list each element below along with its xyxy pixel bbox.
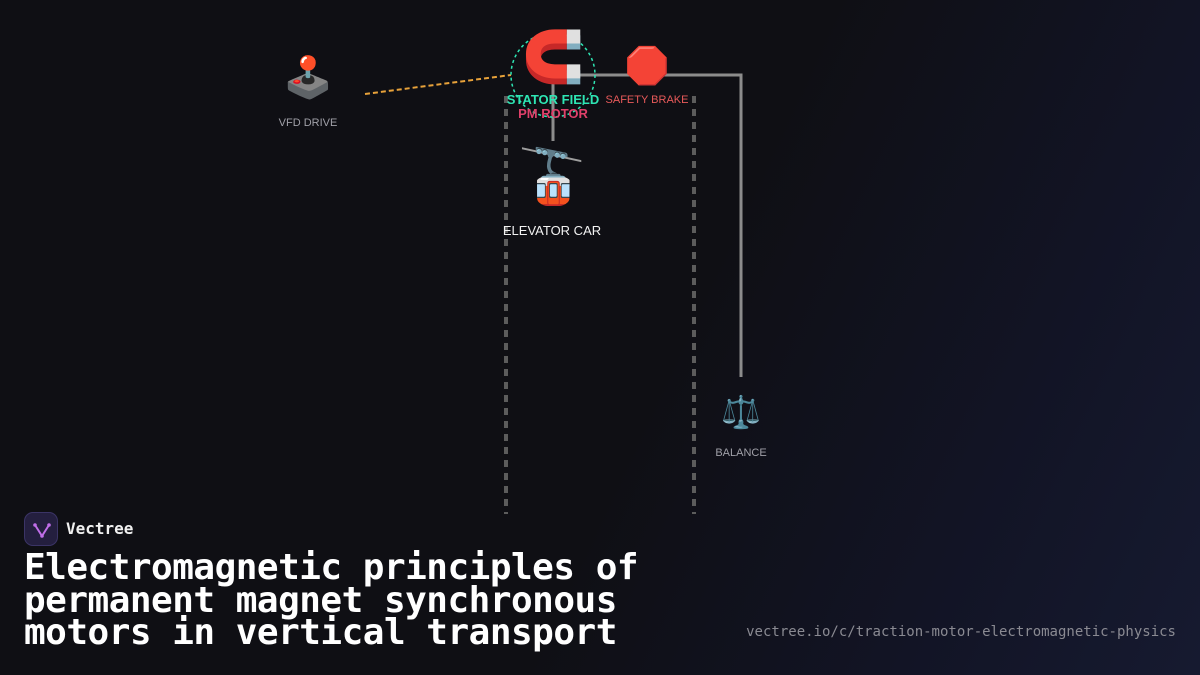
- page-title: Electromagnetic principles of permanent …: [24, 547, 639, 653]
- stator-field-ring: [510, 32, 596, 118]
- balance-label: BALANCE: [715, 447, 767, 459]
- vfd-drive-label: VFD DRIVE: [278, 117, 338, 129]
- aerial-tramway-icon: 🚡: [518, 147, 586, 207]
- stator-field-label: STATOR FIELD: [506, 92, 600, 107]
- balance-scale-icon: ⚖️: [721, 394, 761, 430]
- rope-to-counterweight: [553, 73, 743, 377]
- brand-name: Vectree: [66, 519, 134, 538]
- page-url: vectree.io/c/traction-motor-electromagne…: [746, 624, 1176, 640]
- pm-rotor-label: PM ROTOR: [518, 106, 588, 121]
- stop-sign-icon: 🛑: [624, 45, 670, 86]
- safety-brake-label: SAFETY BRAKE: [605, 94, 689, 106]
- control-signal-link: [364, 74, 512, 95]
- vectree-logo-icon: [24, 512, 58, 546]
- joystick-icon: 🕹️: [283, 56, 333, 100]
- elevator-car-label: ELEVATOR CAR: [502, 223, 602, 238]
- magnet-icon: 🧲: [522, 29, 585, 85]
